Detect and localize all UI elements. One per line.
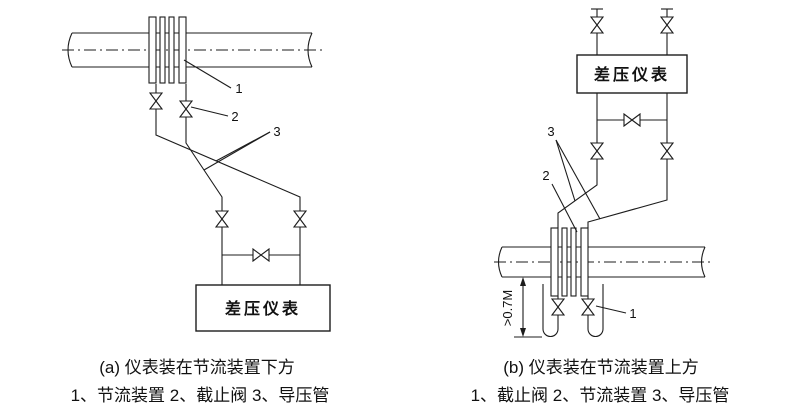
- impulse-line: [557, 159, 598, 228]
- callout-leader-3: [555, 139, 601, 220]
- pipe-end-cap-right: [307, 32, 313, 68]
- orifice-plate: [168, 16, 175, 84]
- diagram-a: 差压仪表 1 2 3: [62, 16, 331, 332]
- callout-leader-1: [183, 59, 232, 89]
- pipe-end-cap-left: [497, 246, 503, 278]
- callout-leader-2: [190, 106, 229, 117]
- valves-a: [148, 92, 308, 263]
- shutoff-valve-icon: [589, 142, 605, 160]
- legend-a: 1、节流装置 2、截止阀 3、导压管: [70, 386, 330, 405]
- callout-leaders-a: [183, 59, 271, 171]
- impulse-lines-a: [155, 84, 301, 285]
- shutoff-valve-icon: [589, 16, 605, 34]
- callout-1-label: 1: [235, 81, 242, 96]
- dimension-b: >0.7M: [500, 277, 542, 338]
- shutoff-valve-icon: [659, 16, 675, 34]
- callout-2-label: 2: [542, 168, 549, 183]
- instrument-box: [195, 284, 331, 332]
- flange-plate: [178, 16, 187, 84]
- orifice-plate: [159, 16, 166, 84]
- impulse-lines-b: [557, 93, 668, 228]
- shutoff-valve-icon: [214, 210, 230, 228]
- instrument-label: 差压仪表: [225, 299, 301, 318]
- callout-2-label: 2: [231, 109, 238, 124]
- condensate-loops-b: [542, 284, 604, 337]
- pipe-end-cap-left: [67, 32, 73, 68]
- legend-b: 1、截止阀 2、节流装置 3、导压管: [470, 386, 730, 405]
- shutoff-valve-icon: [659, 142, 675, 160]
- equalizing-valve-icon: [623, 112, 641, 128]
- shutoff-valve-icon: [178, 100, 194, 118]
- impulse-line: [185, 117, 223, 211]
- flange-plate: [580, 227, 589, 297]
- process-pipe-b: [494, 246, 713, 278]
- dimension-arrow-up: [520, 277, 526, 286]
- orifice-assembly-b: [550, 227, 589, 297]
- callout-leader-2: [551, 183, 578, 233]
- instrument-label: 差压仪表: [594, 65, 670, 84]
- flange-plate: [148, 16, 157, 84]
- callout-3-label: 3: [547, 124, 554, 139]
- u-loop: [587, 284, 604, 337]
- callout-leaders-b: [551, 139, 627, 314]
- pipe-end-cap-right: [700, 246, 706, 278]
- diagram-b: 差压仪表: [494, 8, 713, 338]
- shutoff-valve-icon: [580, 298, 596, 316]
- flange-plate: [550, 227, 559, 297]
- callout-1-label: 1: [629, 306, 636, 321]
- process-pipe-a: [62, 32, 322, 68]
- shutoff-valve-icon: [292, 210, 308, 228]
- shutoff-valve-icon: [148, 92, 164, 110]
- instrument-box: [576, 54, 688, 94]
- equalizing-valve-icon: [252, 247, 270, 263]
- shutoff-valve-icon: [550, 298, 566, 316]
- orifice-plate: [561, 227, 568, 297]
- caption-a: (a) 仪表装在节流装置下方: [99, 358, 295, 377]
- callout-leader-3: [555, 139, 576, 202]
- dimension-arrow-down: [520, 328, 526, 337]
- impulse-line: [587, 159, 668, 228]
- callout-3-label: 3: [273, 124, 280, 139]
- caption-b: (b) 仪表装在节流装置上方: [503, 358, 699, 377]
- vent-lines-b: [591, 8, 673, 55]
- orifice-plate: [570, 227, 577, 297]
- u-loop: [542, 284, 559, 337]
- callout-leader-1: [595, 305, 627, 314]
- valves-b: [550, 16, 675, 316]
- impulse-line: [155, 109, 301, 211]
- callout-leader-3: [203, 131, 271, 171]
- dimension-label: >0.7M: [500, 290, 515, 327]
- orifice-assembly-a: [148, 16, 187, 84]
